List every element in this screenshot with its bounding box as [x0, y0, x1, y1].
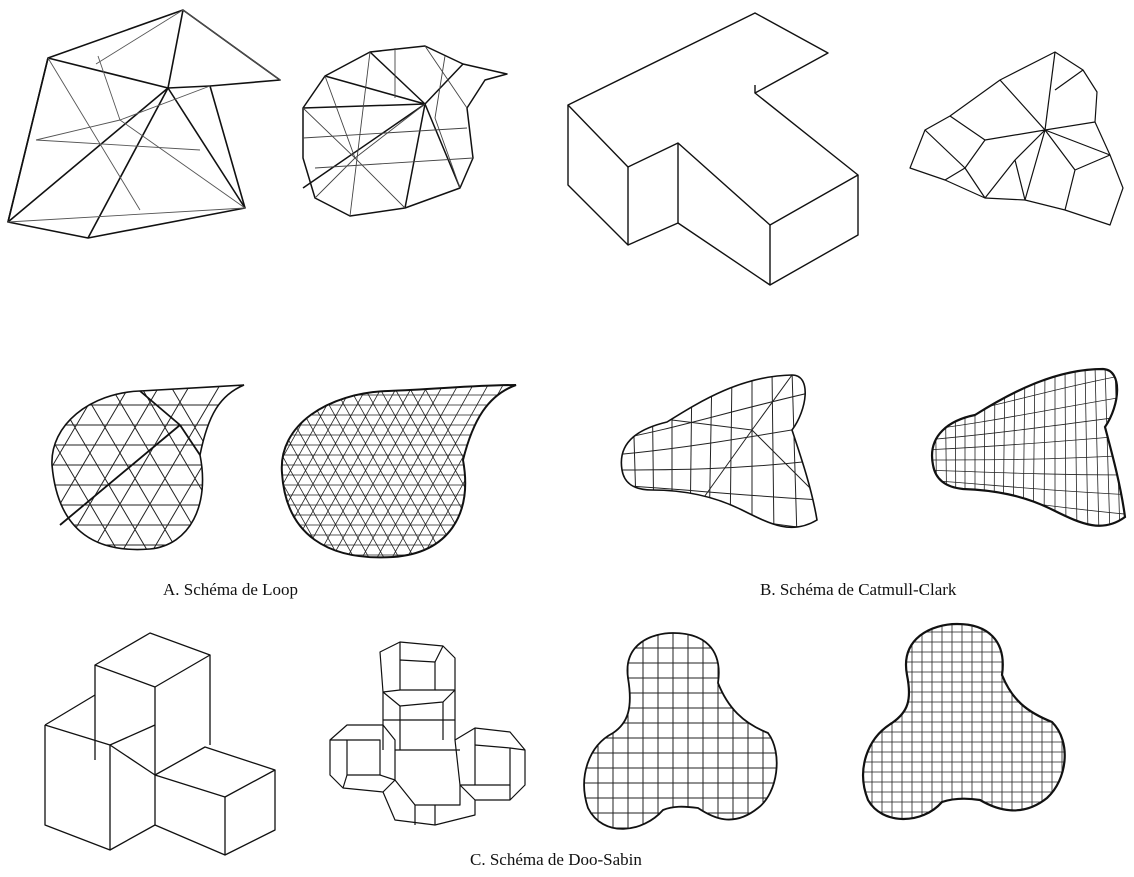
catmull-clark-subdivision-level-3: [930, 367, 1127, 527]
caption-doo-sabin: C. Schéma de Doo-Sabin: [470, 850, 642, 869]
loop-subdivision-level-3: [280, 384, 517, 559]
catmull-clark-subdivision-level-1: [909, 51, 1124, 226]
doo-sabin-subdivision-level-3: [862, 622, 1066, 821]
loop-control-mesh: [7, 9, 281, 239]
catmull-clark-control-mesh: [567, 12, 859, 286]
caption-loop: A. Schéma de Loop: [163, 580, 299, 599]
doo-sabin-subdivision-level-1: [329, 641, 526, 826]
doo-sabin-control-mesh: [44, 632, 276, 856]
doo-sabin-subdivision-level-2: [583, 632, 778, 830]
caption-catmull-clark: B. Schéma de Catmull-Clark: [760, 580, 957, 599]
loop-subdivision-level-1: [302, 45, 508, 217]
loop-subdivision-level-2: [51, 384, 245, 551]
catmull-clark-subdivision-level-2: [620, 374, 818, 529]
